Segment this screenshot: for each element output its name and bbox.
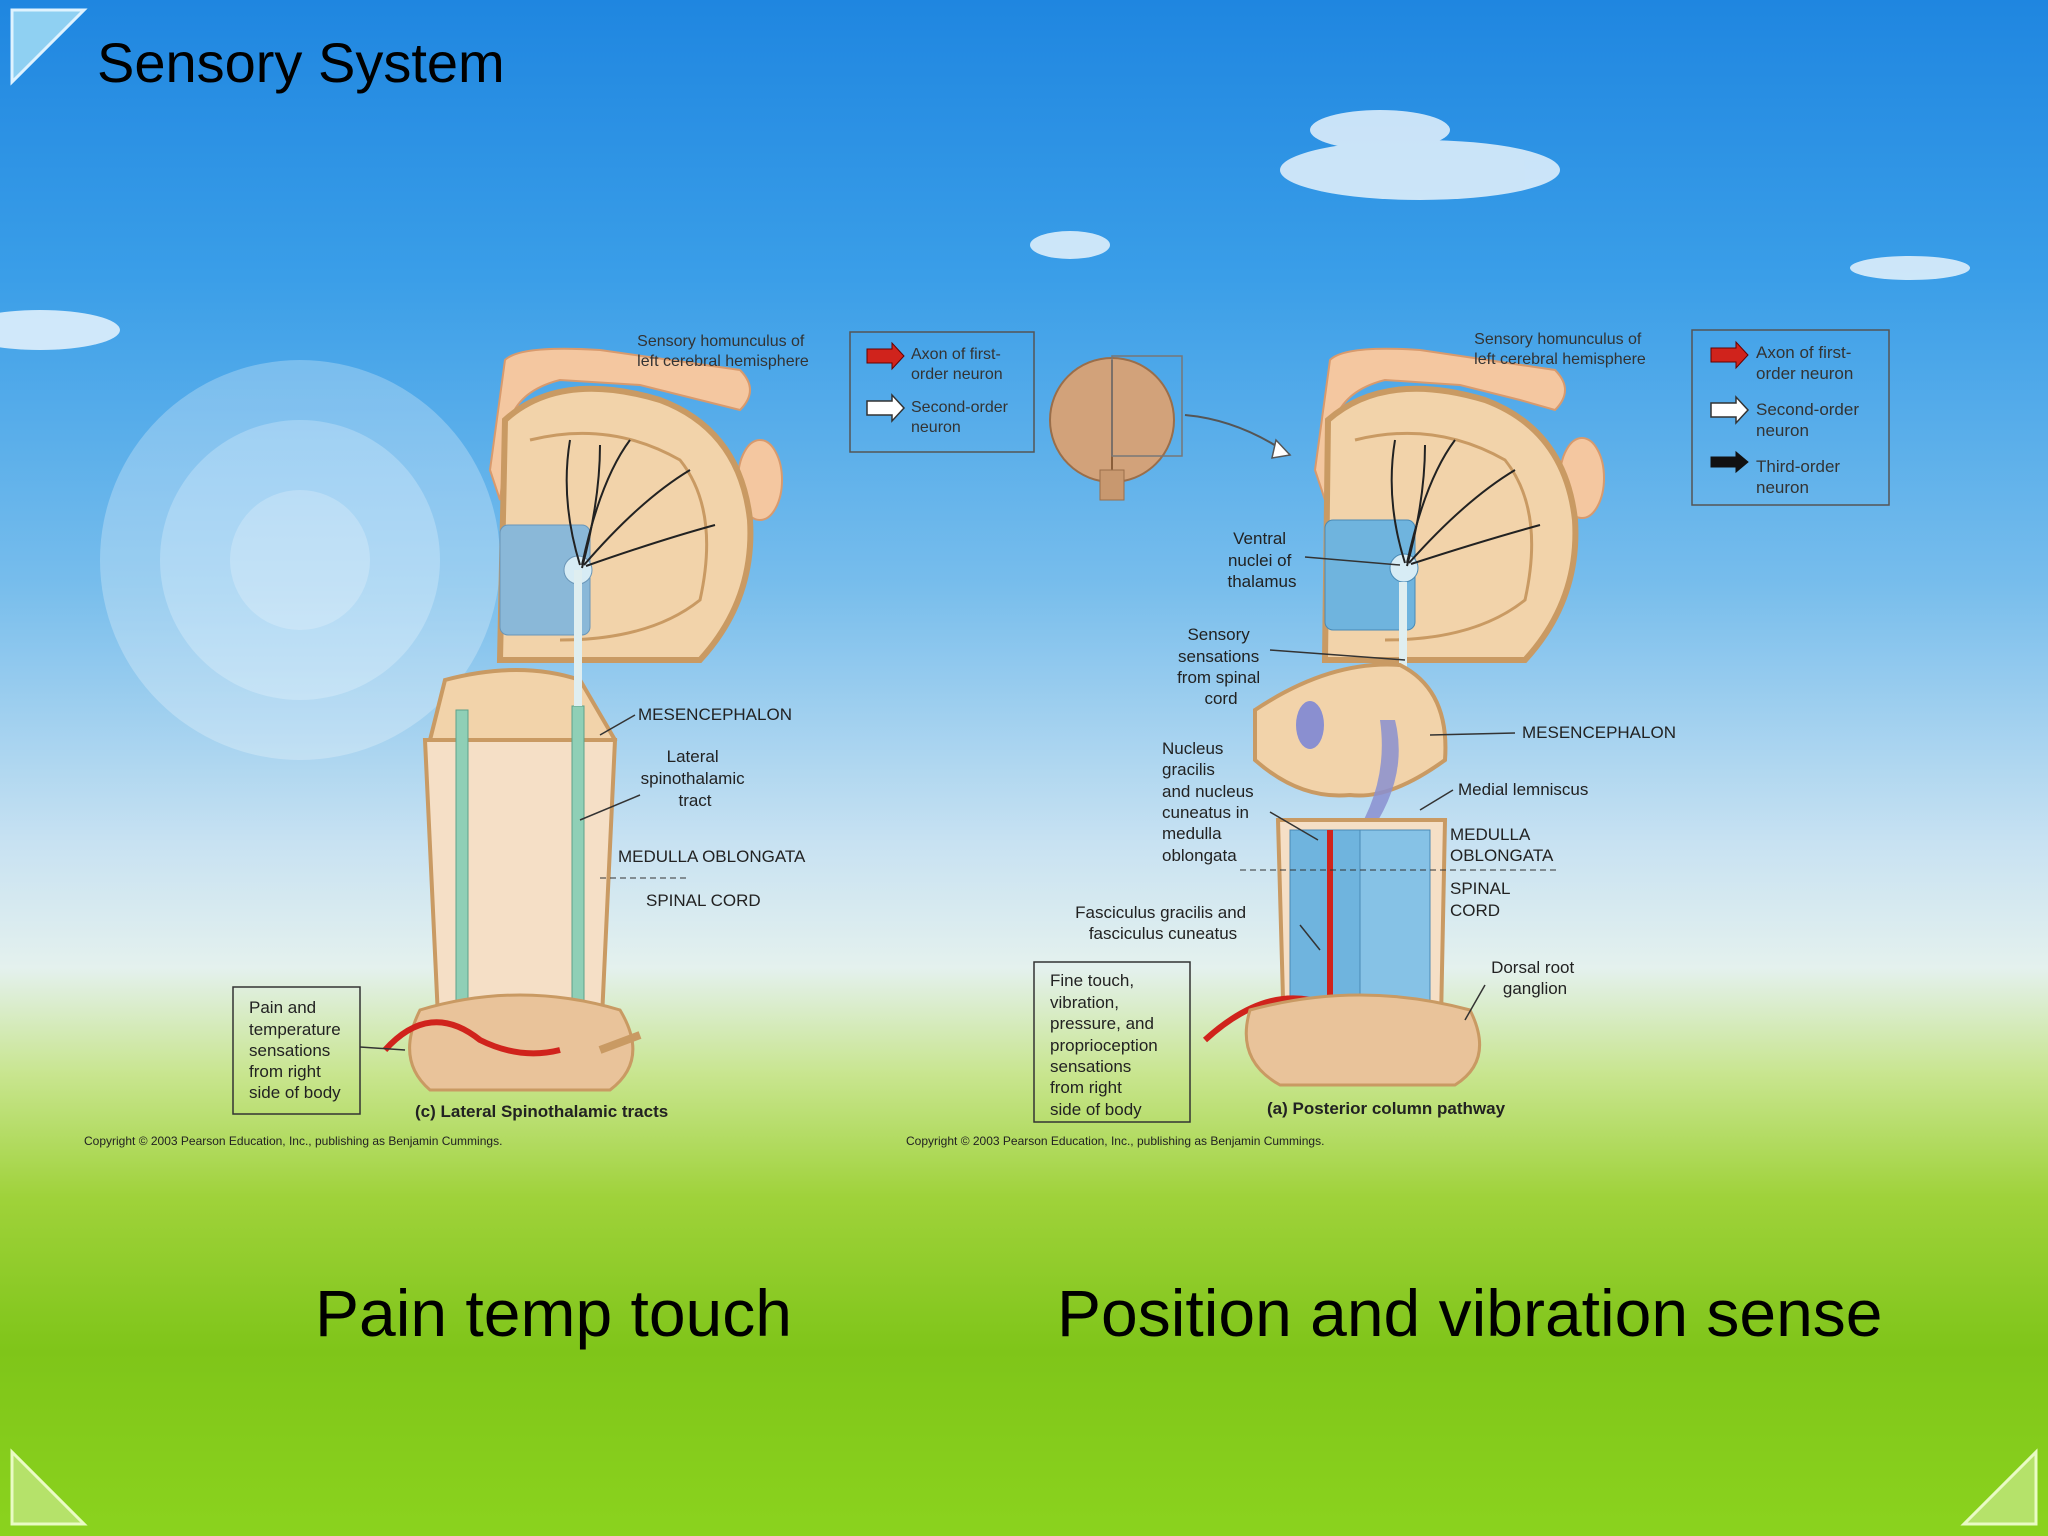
right-legend-item-3: Third-order neuron [1756, 457, 1845, 497]
homunculus-figure [488, 347, 751, 501]
medial-lemniscus-band [1345, 720, 1399, 850]
right-homunculus-label: Sensory homunculus of left cerebral hemi… [1474, 331, 1646, 368]
thalamus-block [499, 524, 591, 636]
right-spinal-cord-label: SPINAL CORD [1450, 879, 1515, 920]
left-medulla-label: MEDULLA OBLONGATA [618, 847, 806, 866]
left-mesencephalon-label: MESENCEPHALON [638, 705, 792, 724]
right-homunculus-figure [1313, 347, 1566, 501]
red-arrow-icon [866, 341, 905, 371]
right-medulla-label: MEDULLA OBLONGATA [1450, 825, 1554, 865]
right-source-box [1033, 961, 1191, 1123]
left-blue-column [1289, 829, 1361, 1021]
left-legend-box [849, 331, 1035, 453]
nucleus-label: Nucleus gracilis and nucleus cuneatus in… [1162, 739, 1258, 865]
left-legend-item-2: Second-order neuron [911, 399, 1012, 436]
bottom-right-corner-triangle [1960, 1448, 2038, 1526]
right-white-arrow-icon [1710, 395, 1750, 425]
right-mesencephalon-shape [1253, 662, 1448, 798]
caption-position-vibration: Position and vibration sense [1057, 1276, 1883, 1350]
left-source-text: Pain and temperature sensations from rig… [249, 998, 345, 1102]
right-legend-item-1: Axon of first- order neuron [1756, 343, 1856, 383]
left-homunculus-label: Sensory homunculus of left cerebral hemi… [637, 333, 809, 370]
left-spinal-cord-label: SPINAL CORD [646, 891, 761, 910]
white-arrow-icon [866, 393, 906, 423]
fasciculus-label: Fasciculus gracilis and fasciculus cunea… [1075, 903, 1251, 943]
top-left-corner-triangle [10, 8, 88, 86]
dorsal-root-label: Dorsal root ganglion [1491, 958, 1579, 998]
right-legend-box [1691, 329, 1890, 506]
first-order-axon-red [382, 1019, 561, 1057]
left-source-box [232, 986, 361, 1115]
clouds [0, 110, 1970, 350]
slide-title: Sensory System [97, 31, 505, 94]
caption-pain-temp-touch: Pain temp touch [315, 1276, 792, 1350]
right-figure-caption: (a) Posterior column pathway [1267, 1099, 1506, 1118]
right-legend-item-2: Second-order neuron [1756, 400, 1864, 440]
left-figure-caption: (c) Lateral Spinothalamic tracts [415, 1102, 668, 1121]
black-arrow-icon [1710, 450, 1749, 474]
medial-lemniscus-label: Medial lemniscus [1458, 780, 1588, 799]
bottom-left-corner-triangle [10, 1448, 88, 1526]
right-blue-column [1359, 829, 1431, 1021]
left-copyright: Copyright © 2003 Pearson Education, Inc.… [84, 1134, 502, 1148]
thalamus-label: Ventral nuclei of thalamus [1228, 529, 1297, 591]
sensations-label: Sensory sensations from spinal cord [1177, 625, 1265, 708]
left-tract-label: Lateral spinothalamic tract [641, 747, 750, 810]
right-red-arrow-icon [1710, 340, 1749, 370]
right-copyright: Copyright © 2003 Pearson Education, Inc.… [906, 1134, 1324, 1148]
right-mesencephalon-label: MESENCEPHALON [1522, 723, 1676, 742]
left-legend-item-1: Axon of first- order neuron [911, 346, 1005, 383]
brain-highlight-box [1111, 355, 1183, 457]
dandelion-puff [100, 360, 500, 760]
right-spinal-cross-section [1244, 993, 1482, 1087]
right-source-text: Fine touch, vibration, pressure, and pro… [1050, 971, 1162, 1119]
